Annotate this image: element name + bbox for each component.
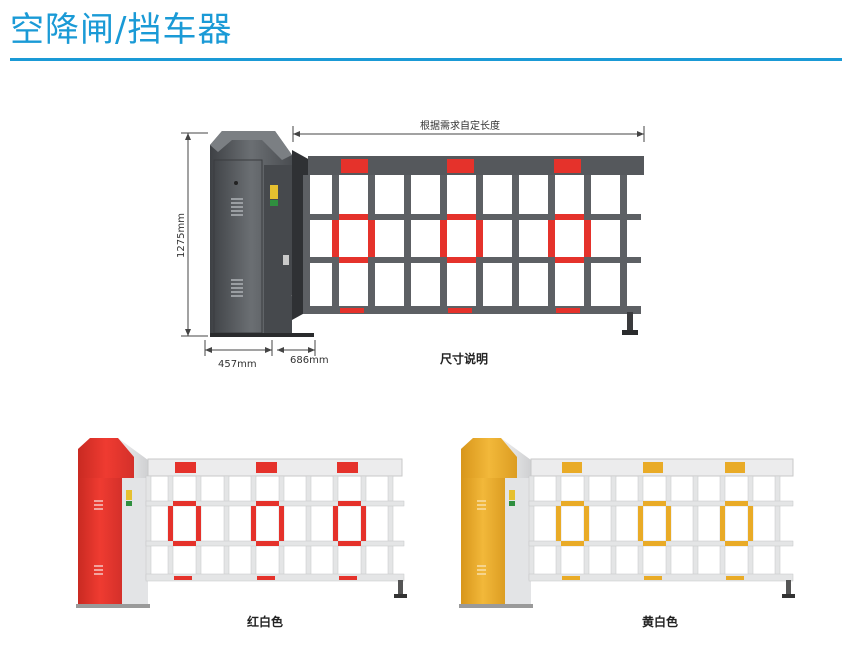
gray-fence-arm [303,156,644,335]
title-underline [10,58,842,61]
page-title: 空降闸/挡车器 [10,10,233,50]
dimension-diagram [181,126,645,356]
yellow-white-caption: 黄白色 [642,615,679,629]
red-white-caption: 红白色 [247,615,284,629]
red-white-barrier [76,438,407,608]
length-note: 根据需求自定长度 [420,121,500,132]
height-dimension-label: 1275mm [176,213,187,258]
gray-barrier-cabinet [210,131,314,337]
dimension-caption: 尺寸说明 [440,352,489,366]
depth-dimension: 686mm [290,355,329,366]
width-dimension: 457mm [218,359,257,370]
yellow-white-barrier [459,438,795,608]
